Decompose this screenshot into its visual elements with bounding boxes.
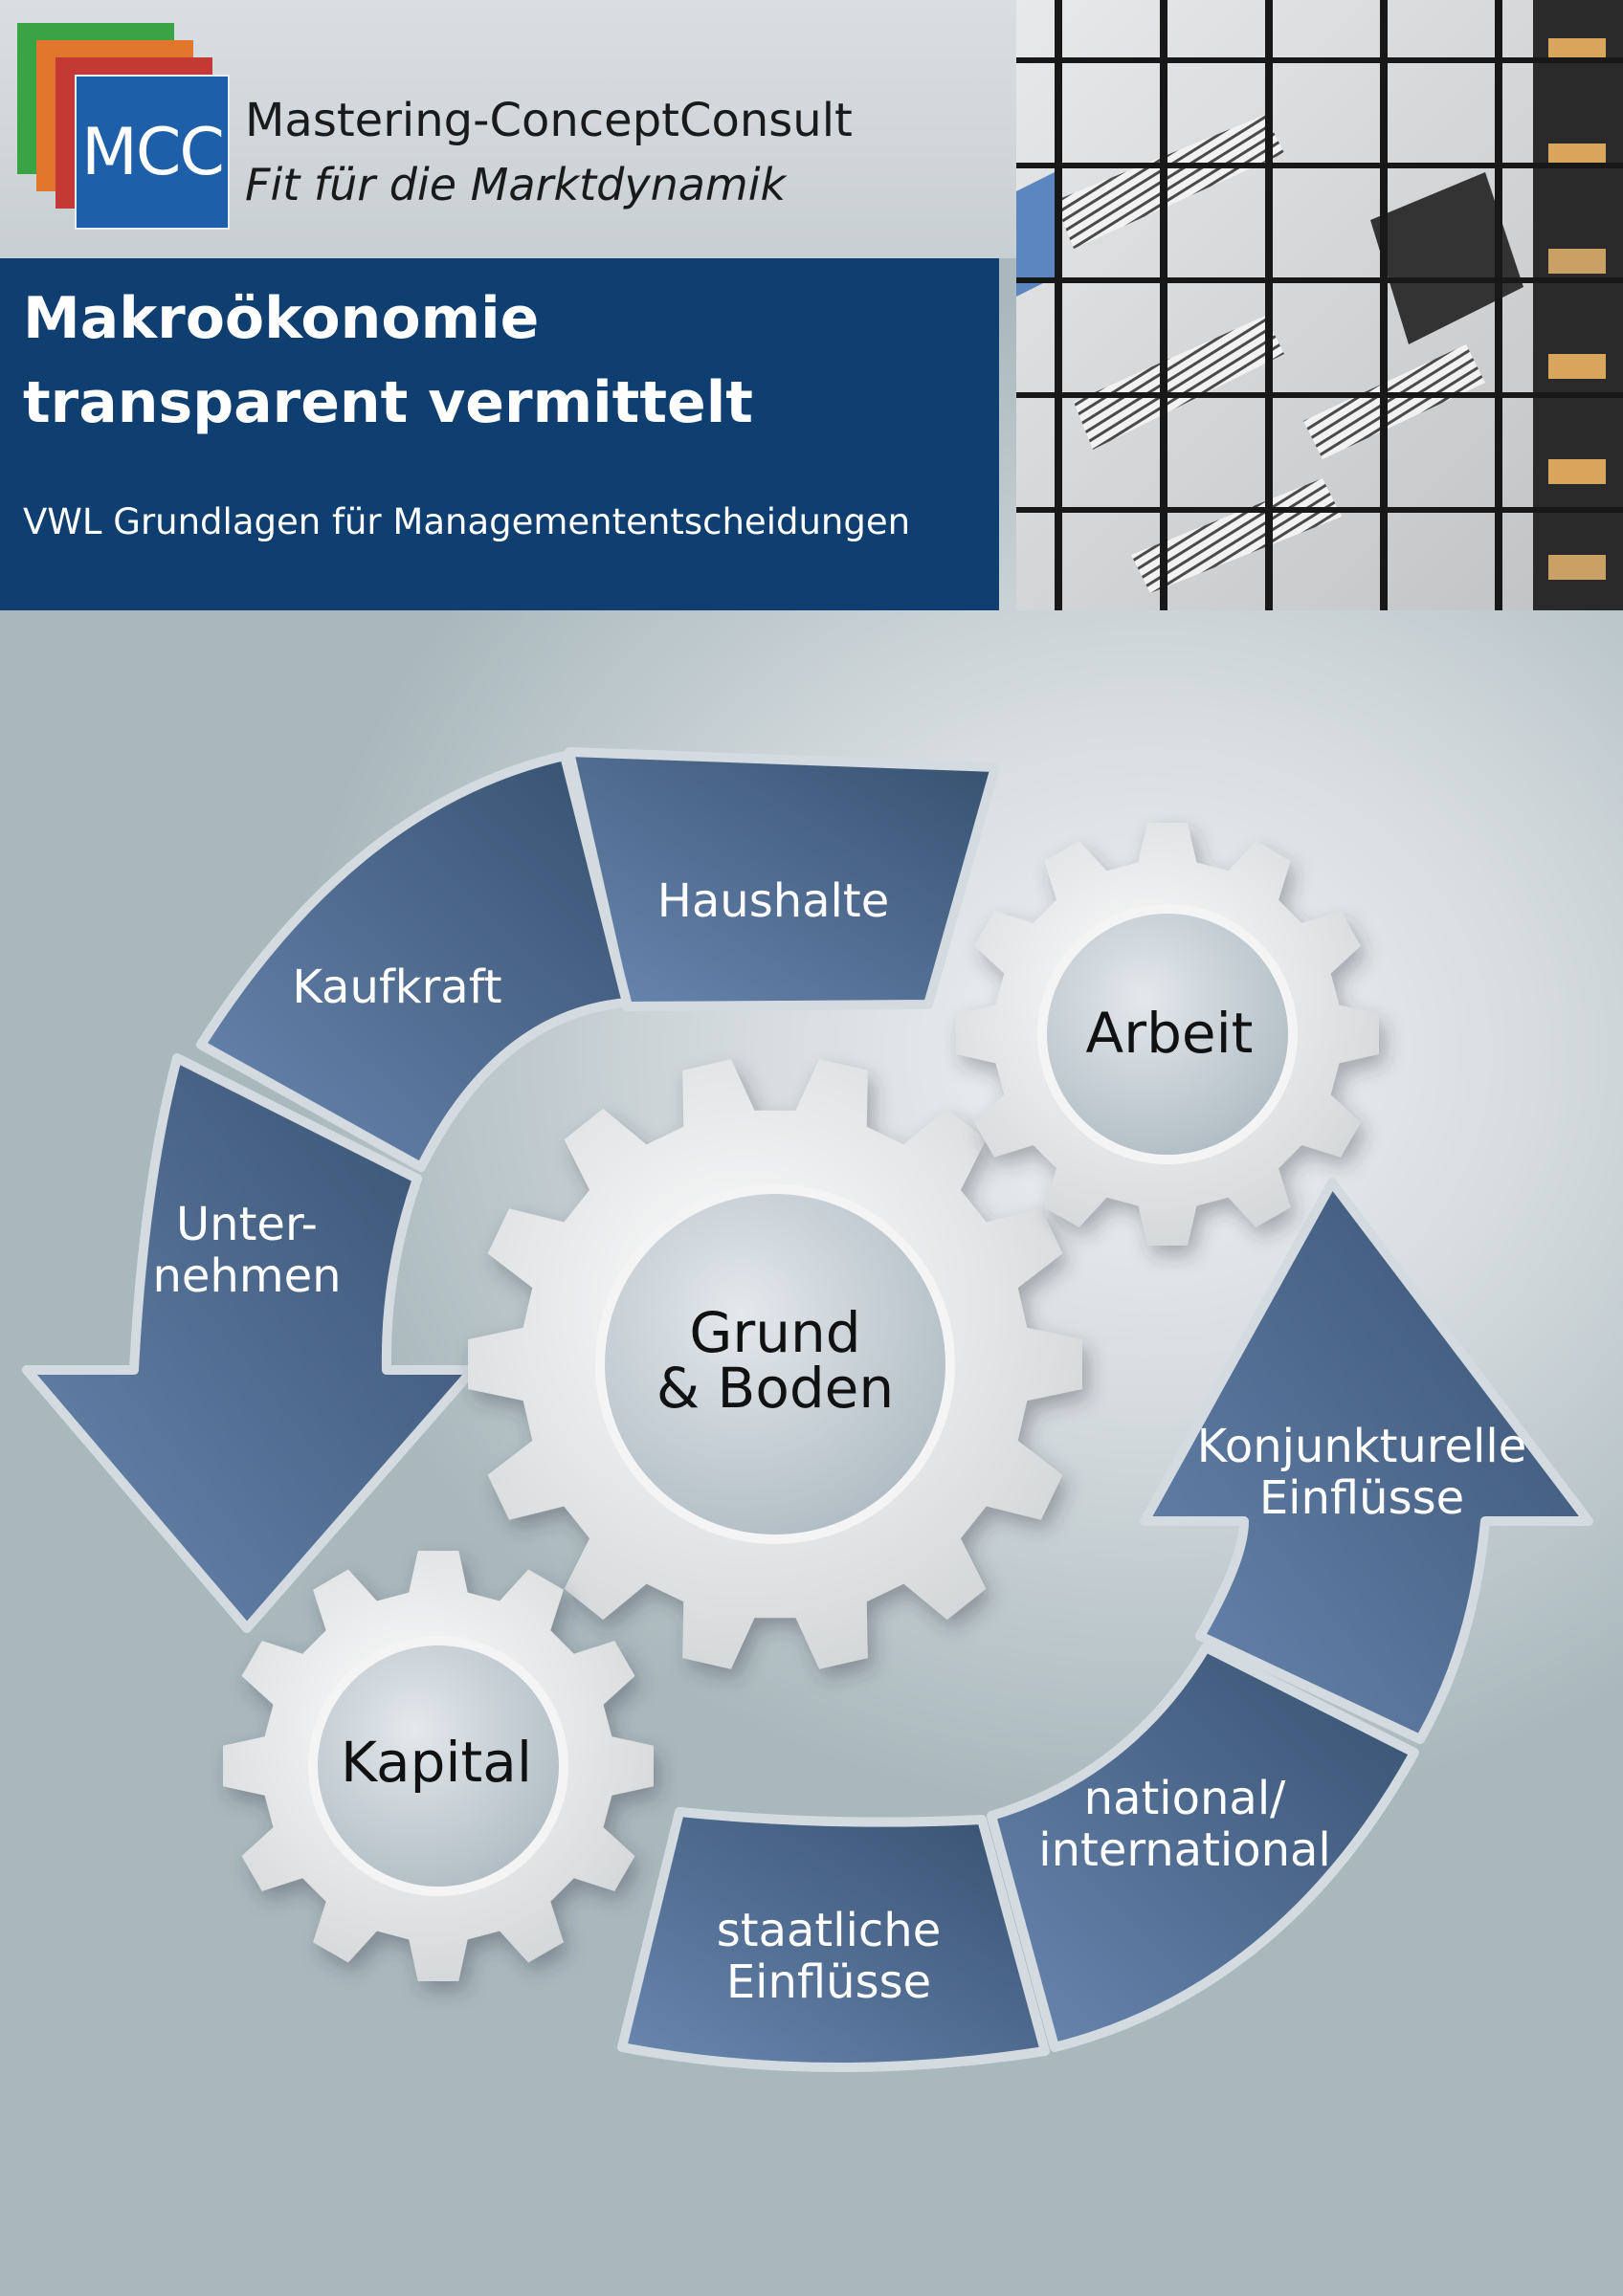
segment-label: national/: [1084, 1772, 1287, 1825]
gear-hub: [318, 1645, 559, 1887]
gear-hub: [605, 1194, 945, 1534]
segment-national-international: [987, 1643, 1419, 2052]
segment-label: Haushalte: [657, 874, 889, 928]
segment-staatliche-einfluesse: [617, 1807, 1050, 2073]
segment-label: Einflüsse: [1259, 1471, 1464, 1525]
page-title-line-2: transparent vermittelt: [23, 369, 753, 436]
title-panel: Makroökonomie transparent vermittelt VWL…: [0, 258, 999, 610]
segment-label: Einflüsse: [726, 1955, 931, 2009]
page-subtitle: VWL Grundlagen für Managemententscheidun…: [23, 501, 911, 542]
segment-label: Konjunkturelle: [1197, 1420, 1527, 1473]
segment-label: international: [1038, 1823, 1331, 1877]
company-logo: MCC: [17, 23, 237, 233]
gear-hub: [1047, 914, 1288, 1155]
segment-kaufkraft: [196, 751, 632, 1172]
segment-label: Kaufkraft: [292, 960, 501, 1014]
gear-label: Arbeit: [1086, 1001, 1254, 1066]
gear-label: & Boden: [656, 1356, 894, 1421]
arrow-down-icon: [22, 1053, 478, 1633]
gear-grund-und-boden: [468, 1059, 1082, 1669]
gear-arbeit: [956, 823, 1379, 1246]
segment-label: staatliche: [717, 1904, 942, 1957]
gear-label: Kapital: [341, 1730, 532, 1795]
gear-kapital: [223, 1551, 654, 1981]
company-name: Mastering-ConceptConsult: [245, 94, 853, 147]
glass-facade-photo: [1016, 0, 1623, 610]
company-tagline: Fit für die Marktdynamik: [245, 159, 787, 210]
gear-label: Grund: [689, 1300, 860, 1365]
page-title-line-1: Makroökonomie: [23, 285, 540, 352]
segment-label: Unter-: [176, 1198, 318, 1251]
segment-label: nehmen: [152, 1249, 341, 1303]
arrow-up-icon: [1140, 1178, 1593, 1744]
logo-mark: MCC: [75, 75, 230, 230]
